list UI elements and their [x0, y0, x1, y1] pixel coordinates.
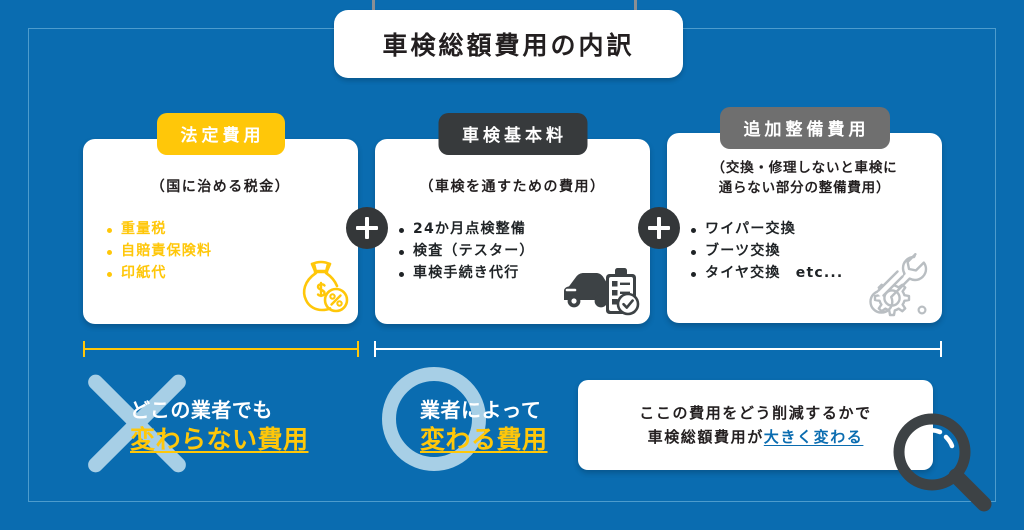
card-badge-basic-inspection-fee: 車検基本料: [438, 113, 587, 155]
card-badge-legal-fees: 法定費用: [156, 113, 285, 155]
callout-box: ここの費用をどう削減するかで 車検総額費用が大きく変わる: [578, 380, 933, 470]
page-title: 車検総額費用の内訳: [382, 31, 635, 60]
list-item: 24か月点検整備: [397, 219, 535, 241]
bracket-fixed-cost: [83, 341, 359, 357]
list-item: ワイパー交換: [689, 219, 843, 241]
plus-operator-1: [346, 207, 388, 249]
cost-card-basic-inspection-fee: 車検基本料 （車検を通すための費用） 24か月点検整備 検査（テスター） 車検手…: [375, 113, 650, 324]
callout-text: ここの費用をどう削減するかで 車検総額費用が大きく変わる: [639, 401, 871, 449]
title-box: 車検総額費用の内訳: [334, 10, 683, 78]
card-bullet-list: ワイパー交換 ブーツ交換 タイヤ交換 etc...: [689, 219, 843, 285]
list-item: 車検手続き代行: [397, 263, 535, 285]
cost-card-additional-maintenance-fee: 追加整備費用 （交換・修理しないと車検に 通らない部分の整備費用） ワイパー交換…: [667, 107, 942, 323]
card-bullet-list: 重量税 自賠責保険料 印紙代: [105, 219, 212, 285]
plus-operator-2: [638, 207, 680, 249]
list-item: タイヤ交換 etc...: [689, 263, 843, 285]
bracket-cap: [940, 341, 942, 357]
fixed-cost-caption: どこの業者でも 変わらない費用: [130, 398, 309, 456]
variable-cost-caption-line1: 業者によって: [420, 398, 542, 422]
card-subtitle-line2: 通らない部分の整備費用）: [718, 179, 891, 196]
card-subtitle: （交換・修理しないと車検に 通らない部分の整備費用）: [667, 159, 942, 198]
card-subtitle: （国に治める税金）: [150, 179, 291, 195]
list-item: ブーツ交換: [689, 241, 843, 263]
variable-cost-caption: 業者によって 変わる費用: [420, 398, 548, 456]
list-item: 自賠責保険料: [105, 241, 212, 263]
list-item: 重量税: [105, 219, 212, 241]
bracket-bar: [83, 348, 359, 350]
bracket-bar: [374, 348, 942, 350]
fixed-cost-caption-line2: 変わらない費用: [130, 424, 309, 454]
money-bag-icon: [294, 258, 350, 320]
title-banner: 車検総額費用の内訳: [334, 0, 683, 78]
bracket-cap: [357, 341, 359, 357]
magnifier-icon: [888, 408, 996, 520]
cost-card-legal-fees: 法定費用 （国に治める税金） 重量税 自賠責保険料 印紙代: [83, 113, 358, 324]
fixed-cost-caption-line1: どこの業者でも: [130, 398, 273, 422]
callout-line2-highlight: 大きく変わる: [763, 428, 864, 446]
car-checklist-icon: [560, 260, 642, 320]
callout-line1: ここの費用をどう削減するかで: [639, 404, 872, 422]
list-item: 検査（テスター）: [397, 241, 535, 263]
list-item: 印紙代: [105, 263, 212, 285]
card-subtitle-line1: （交換・修理しないと車検に: [711, 160, 898, 176]
callout-line2-prefix: 車検総額費用が: [647, 428, 764, 446]
card-bullet-list: 24か月点検整備 検査（テスター） 車検手続き代行: [397, 219, 535, 285]
card-badge-additional-maintenance-fee: 追加整備費用: [719, 107, 890, 149]
card-subtitle: （車検を通すための費用）: [419, 179, 606, 195]
wrench-gear-icon: [864, 252, 938, 321]
bracket-variable-cost: [374, 341, 942, 357]
variable-cost-caption-line2: 変わる費用: [420, 424, 548, 454]
